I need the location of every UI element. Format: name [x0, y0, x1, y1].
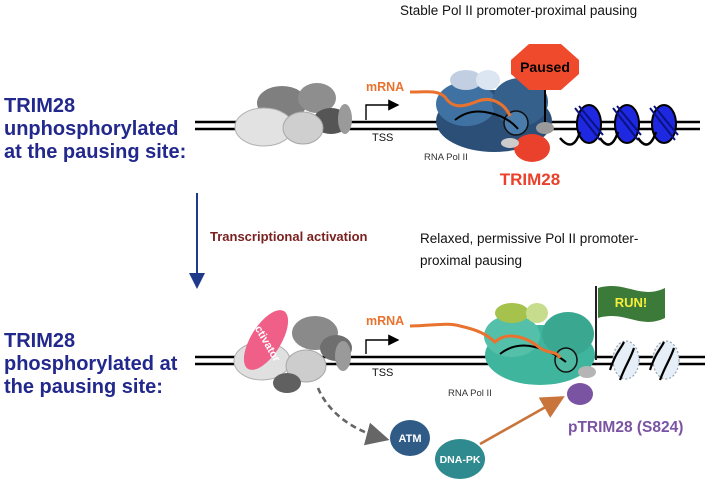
top-gtf-complex — [234, 83, 352, 147]
activator-to-atm-arrow — [316, 387, 390, 446]
atm-kinase: ATM — [390, 420, 430, 456]
top-panel: Paused TRIM28 — [195, 44, 700, 189]
dna-pk-kinase: DNA-PK — [435, 439, 485, 479]
bottom-tss-arrow — [365, 334, 400, 354]
bottom-polii-label: RNA Pol II — [448, 388, 492, 399]
bottom-caption-line: proximal pausing — [420, 253, 523, 268]
bottom-state-label-line: the pausing site: — [4, 376, 163, 398]
relaxed-nucleosome — [608, 340, 640, 381]
top-tss-arrow — [365, 99, 400, 120]
activator: Activator — [243, 310, 289, 370]
bottom-tss-label: TSS — [372, 367, 394, 379]
bottom-ptrim28-bead — [567, 383, 593, 405]
top-state-label-line: TRIM28 — [4, 95, 76, 117]
dnapk-label: DNA-PK — [440, 454, 481, 466]
top-mrna-strand — [409, 90, 512, 117]
ptrim28-label: pTRIM28 (S824) — [568, 419, 683, 436]
top-transcription-bubble — [454, 110, 519, 130]
bottom-panel: Activator pTRIM28 (S824) RUN! — [195, 286, 705, 479]
flag-label: RUN! — [615, 295, 648, 310]
bottom-caption: Relaxed, permissive Pol II promoter- pro… — [420, 228, 638, 272]
top-caption: Stable Pol II promoter-proximal pausing — [400, 3, 638, 18]
bottom-mrna-strand — [409, 322, 562, 359]
top-trim28-cap — [501, 138, 519, 148]
bottom-state-label-line: phosphorylated at — [4, 353, 178, 375]
kinase-to-ptrim28-arrow — [479, 396, 565, 446]
bottom-caption-line: Relaxed, permissive Pol II promoter- — [420, 231, 639, 246]
nucleosome — [649, 104, 679, 144]
bottom-mrna-label: mRNA — [366, 314, 405, 328]
top-state-label-line: unphosphorylated — [4, 118, 179, 140]
top-state-label-line: at the pausing site: — [4, 141, 187, 163]
top-state-label: TRIM28 unphosphorylated at the pausing s… — [4, 95, 186, 164]
top-trim28-label: TRIM28 — [500, 170, 560, 189]
nucleosome — [574, 104, 604, 144]
transition-label: Transcriptional activation — [210, 229, 368, 244]
top-small-factor — [536, 122, 554, 134]
run-flag: RUN! — [595, 286, 665, 360]
bottom-relaxed-nucleosomes — [608, 340, 680, 381]
top-tss-label: TSS — [372, 132, 394, 144]
top-trim28-bead — [514, 134, 550, 162]
paused-sign: Paused — [511, 44, 579, 126]
top-nucleosomes — [559, 104, 679, 146]
atm-label: ATM — [398, 433, 421, 445]
paused-label: Paused — [520, 59, 570, 75]
bottom-state-label: TRIM28 phosphorylated at the pausing sit… — [4, 330, 177, 399]
nucleosome — [612, 104, 642, 144]
top-mrna-label: mRNA — [366, 80, 405, 94]
relaxed-nucleosome — [648, 340, 680, 381]
bottom-small-factor — [578, 366, 596, 378]
top-polii-label: RNA Pol II — [424, 152, 468, 163]
bottom-state-label-line: TRIM28 — [4, 330, 76, 352]
